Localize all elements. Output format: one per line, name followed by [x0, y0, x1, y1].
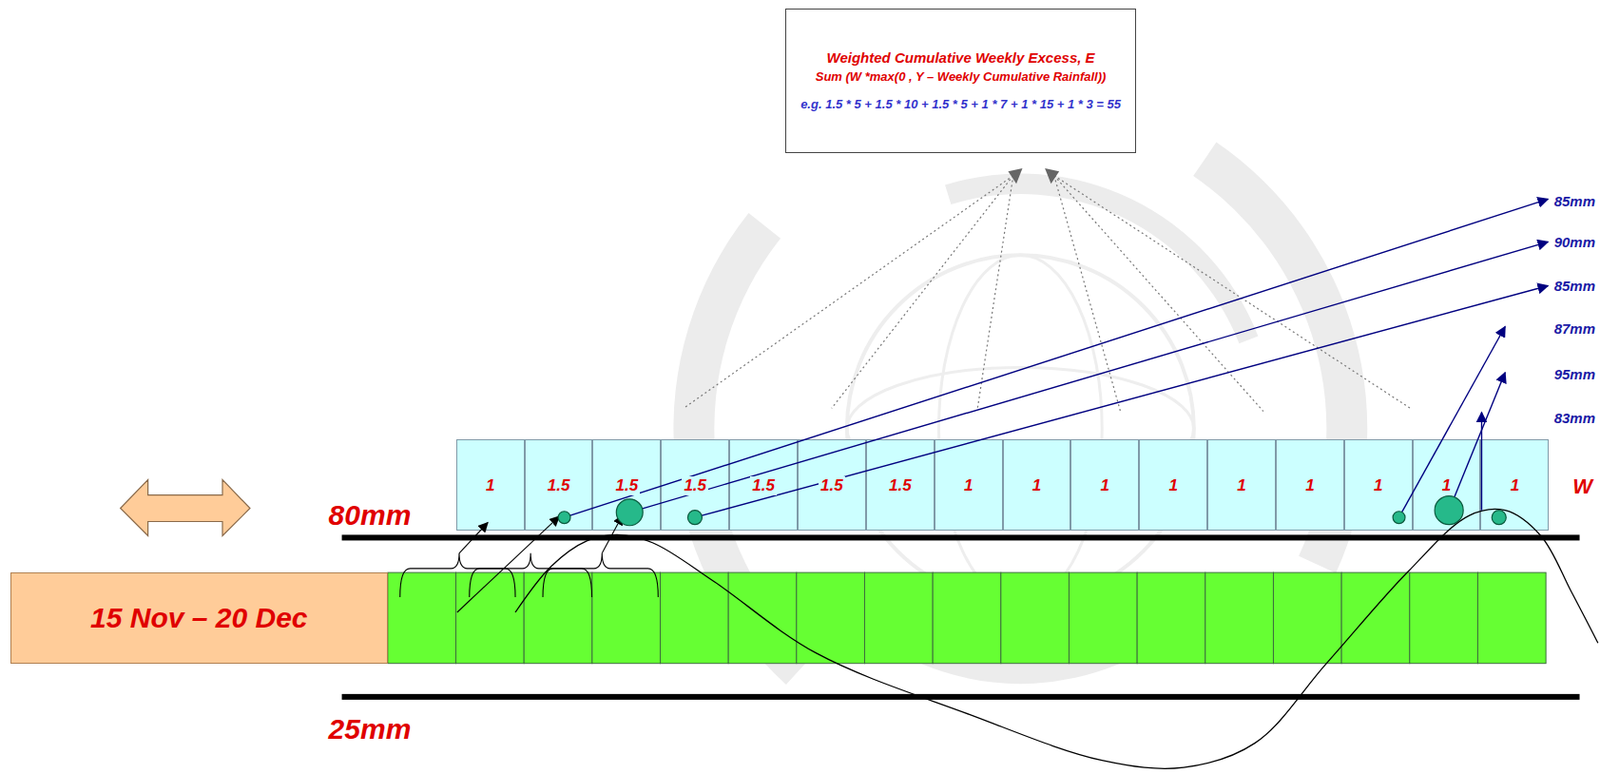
week-cell	[456, 572, 525, 664]
dotted-leader	[831, 175, 1014, 409]
threshold-label: 25mm	[328, 713, 412, 747]
rainfall-value: 87mm	[1553, 320, 1597, 337]
upper-threshold-bar	[342, 534, 1581, 540]
week-cell	[932, 572, 1002, 664]
weight-cell: 1	[1070, 439, 1139, 532]
week-cell	[523, 572, 593, 664]
rainfall-curve	[515, 508, 1599, 769]
weight-value: 1.5	[750, 476, 777, 496]
week-cell	[1068, 572, 1138, 664]
weight-value: 1	[962, 476, 975, 496]
weight-value: 1.5	[545, 476, 573, 496]
weight-cell: 1	[1002, 439, 1072, 532]
weight-value: 1	[1508, 476, 1522, 496]
weight-cell: 1	[934, 439, 1003, 532]
weight-value: 1.5	[886, 476, 914, 496]
weight-value: 1	[1166, 476, 1179, 496]
week-cell	[660, 572, 730, 664]
weight-value: 1	[1030, 476, 1043, 496]
dotted-leader	[683, 175, 1014, 409]
week-cell	[796, 572, 866, 664]
rainfall-value: 85mm	[1553, 277, 1597, 294]
week-cell	[1205, 572, 1274, 664]
weight-label: W	[1572, 474, 1593, 499]
weight-cell: 1	[1344, 439, 1413, 532]
weight-value: 1	[1303, 476, 1316, 496]
dotted-leader	[977, 175, 1014, 409]
rainfall-value: 85mm	[1553, 192, 1597, 210]
lower-threshold-bar	[342, 693, 1581, 700]
weight-value: 1.5	[681, 476, 709, 496]
window-arrow	[457, 516, 560, 613]
period-text: 15 Nov – 20 Dec	[90, 600, 308, 636]
example-text: e.g. 1.5 * 5 + 1.5 * 10 + 1.5 * 5 + 1 * …	[800, 96, 1121, 113]
leader-arrowhead	[1007, 168, 1022, 184]
week-cell	[1001, 572, 1070, 664]
rainfall-value: 95mm	[1553, 366, 1597, 383]
watermark-globe	[847, 254, 1195, 602]
formula-box: Weighted Cumulative Weekly Excess, E Sum …	[785, 8, 1136, 154]
watermark-meridian	[938, 254, 1102, 602]
weight-cell: 1	[1207, 439, 1276, 532]
weight-cell: 1.5	[797, 439, 867, 532]
formula-text: Sum (W *max(0 , Y – Weekly Cumulative Ra…	[815, 69, 1107, 85]
weight-value: 1.5	[818, 476, 846, 496]
week-cell	[1341, 572, 1410, 664]
dotted-leader	[1054, 175, 1264, 412]
watermark-swoosh	[1193, 142, 1368, 574]
week-cell	[728, 572, 797, 664]
weight-cell: 1.5	[524, 439, 594, 532]
weight-cell: 1.5	[660, 439, 730, 532]
week-brace	[469, 553, 593, 598]
weight-cell: 1	[456, 439, 525, 532]
watermark	[673, 142, 1368, 685]
dotted-leader	[1054, 175, 1411, 409]
week-cell	[1477, 572, 1546, 664]
week-cell	[1409, 572, 1479, 664]
rainfall-value: 83mm	[1553, 409, 1597, 426]
weight-value: 1	[1371, 476, 1385, 496]
weight-value: 1	[1440, 476, 1453, 496]
rainfall-value: 90mm	[1553, 233, 1597, 251]
week-cell	[864, 572, 933, 664]
weight-cell: 1	[1480, 439, 1549, 532]
week-cell	[387, 572, 457, 664]
leader-arrowhead	[1044, 168, 1060, 184]
weight-cell: 1	[1275, 439, 1345, 532]
dotted-leader	[1054, 175, 1121, 412]
weight-value: 1.5	[614, 476, 641, 496]
weight-cell: 1.5	[866, 439, 935, 532]
period-box: 15 Nov – 20 Dec	[10, 572, 388, 664]
week-brace	[542, 553, 658, 598]
weight-cell: 1	[1412, 439, 1482, 532]
week-cell	[592, 572, 661, 664]
weight-value: 1	[1098, 476, 1112, 496]
threshold-label: 80mm	[328, 499, 412, 533]
weight-value: 1	[483, 476, 497, 496]
weight-cell: 1	[1138, 439, 1208, 532]
weight-cell: 1.5	[729, 439, 798, 532]
week-cell	[1137, 572, 1206, 664]
week-cell	[1272, 572, 1342, 664]
weight-cell: 1.5	[592, 439, 661, 532]
shift-double-arrow	[120, 479, 251, 536]
weight-value: 1	[1234, 476, 1248, 496]
formula-title: Weighted Cumulative Weekly Excess, E	[827, 49, 1096, 67]
week-brace	[400, 553, 516, 598]
